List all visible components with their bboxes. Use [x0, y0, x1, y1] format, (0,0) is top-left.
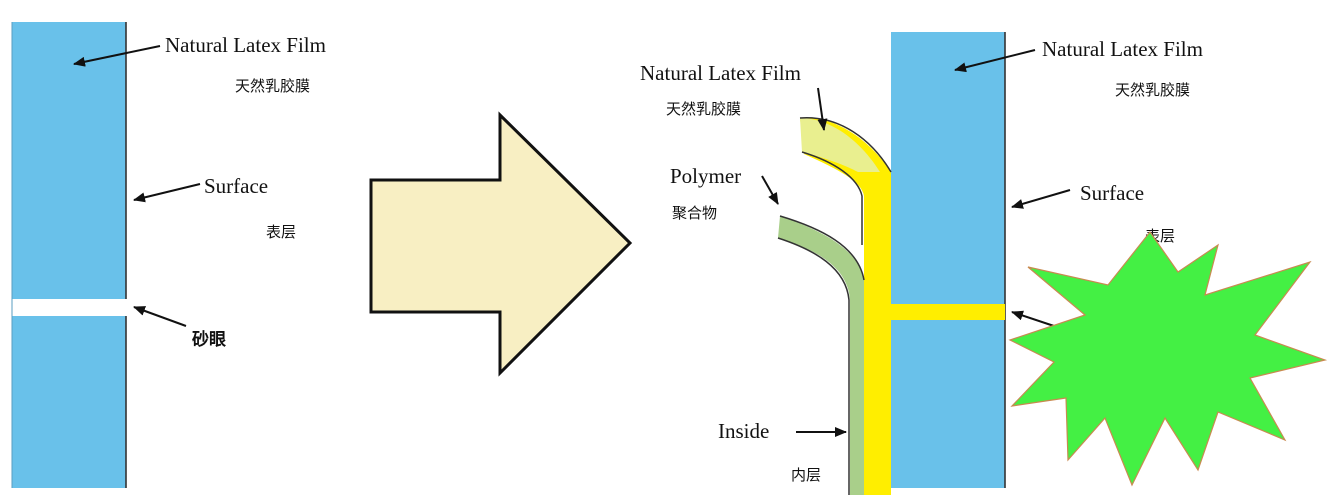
left-pinhole-arrow: [133, 306, 187, 327]
highlight-starburst: [1008, 230, 1328, 487]
left-film-lower: [12, 316, 126, 488]
inner-latex-flap-pale: [800, 118, 880, 172]
polymer-arrow: [761, 175, 779, 205]
right-surface-label-en: Surface: [1080, 181, 1144, 205]
polymer-layer: [778, 216, 864, 495]
polymer-label-en: Polymer: [670, 164, 741, 188]
right-film-upper: [891, 32, 1005, 304]
inner-film-arrow: [817, 87, 828, 131]
left-film-upper: [12, 22, 126, 299]
yellow-coating-layer: [864, 175, 891, 495]
left-panel: Natural Latex Film 天然乳胶膜 Surface 表层 砂眼: [11, 22, 326, 488]
right-panel: Natural Latex Film 天然乳胶膜 Polymer 聚合物 Ins…: [640, 32, 1328, 495]
left-surface-label-en: Surface: [204, 174, 268, 198]
inside-label-en: Inside: [718, 419, 769, 443]
left-pinhole-label-zh: 砂眼: [192, 329, 226, 350]
inner-latex-flap-outline-2: [801, 151, 863, 245]
inside-label-zh: 内层: [791, 466, 821, 484]
right-film-label-en: Natural Latex Film: [1042, 37, 1203, 61]
right-film-label-zh: 天然乳胶膜: [1115, 81, 1190, 99]
right-pinhole-arrow: [1011, 310, 1061, 329]
left-film-label-en: Natural Latex Film: [165, 33, 326, 57]
polymer-layer-outline: [779, 215, 865, 281]
right-film-lower: [891, 320, 1005, 488]
right-film-arrow: [954, 49, 1036, 73]
left-film-arrow: [73, 45, 161, 67]
polymer-label-zh: 聚合物: [672, 204, 717, 222]
inner-film-label-zh: 天然乳胶膜: [666, 100, 741, 118]
transition-arrow: [369, 111, 633, 377]
right-surface-arrow: [1011, 189, 1071, 209]
left-surface-label-zh: 表层: [266, 223, 296, 241]
left-film-label-zh: 天然乳胶膜: [235, 77, 310, 95]
inner-film-label-en: Natural Latex Film: [640, 61, 801, 85]
right-pinhole-fill: [891, 304, 1005, 320]
polymer-layer-outline-2: [777, 237, 850, 495]
left-surface-arrow: [133, 183, 201, 203]
inner-latex-flap-outline: [799, 117, 892, 173]
